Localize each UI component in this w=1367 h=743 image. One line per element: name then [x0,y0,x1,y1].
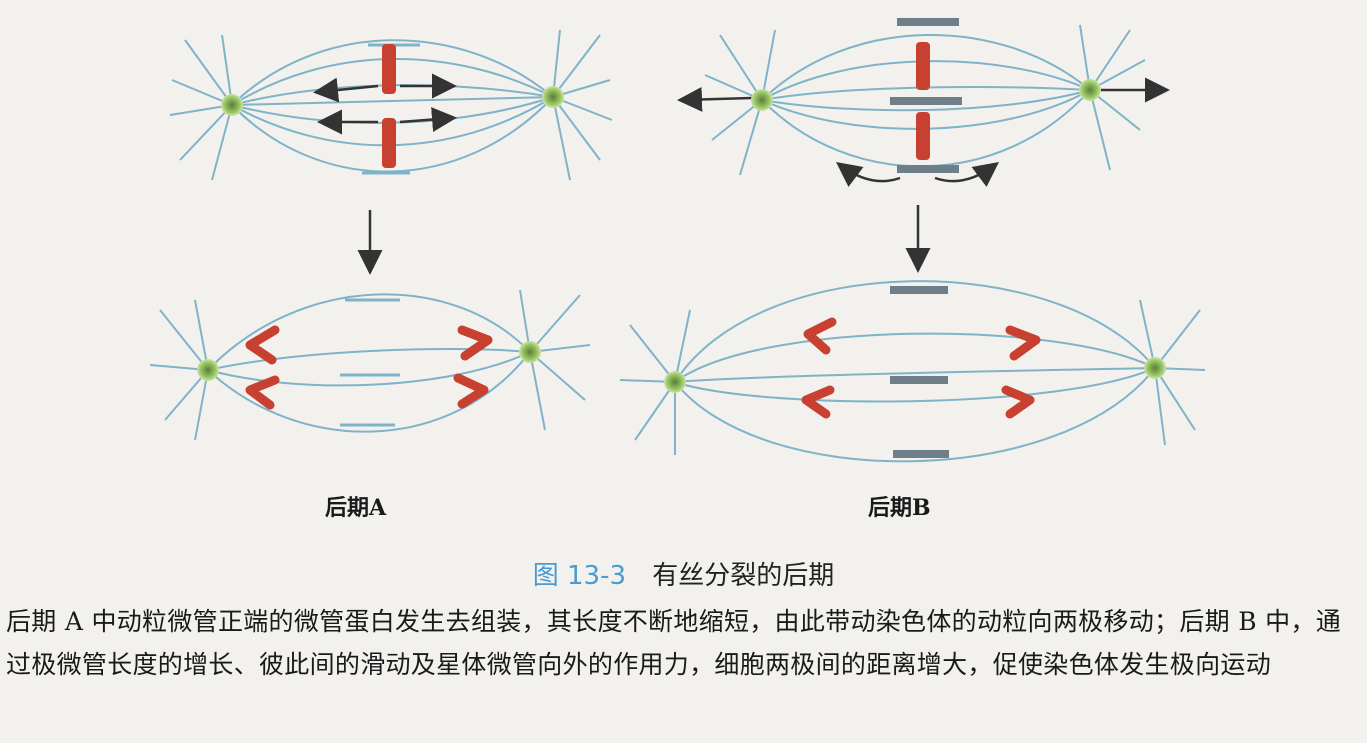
body-paragraph: 后期 A 中动粒微管正端的微管蛋白发生去组装，其长度不断地缩短，由此带动染色体的… [6,607,1342,679]
transition-arrows [357,205,931,275]
panel-a-label: 后期A [325,495,387,521]
caption-number: 图 13-3 [532,561,626,591]
panel-b-label: 后期B [868,495,931,521]
anaphase-b-after [619,280,1206,463]
caption-title: 有丝分裂的后期 [652,561,835,591]
anaphase-b-before [677,18,1170,187]
anaphase-a-after [149,289,591,441]
figure-caption: 图 13-3 有丝分裂的后期 [0,555,1367,592]
mitosis-anaphase-figure [149,18,1206,463]
anaphase-a-before [169,29,613,181]
